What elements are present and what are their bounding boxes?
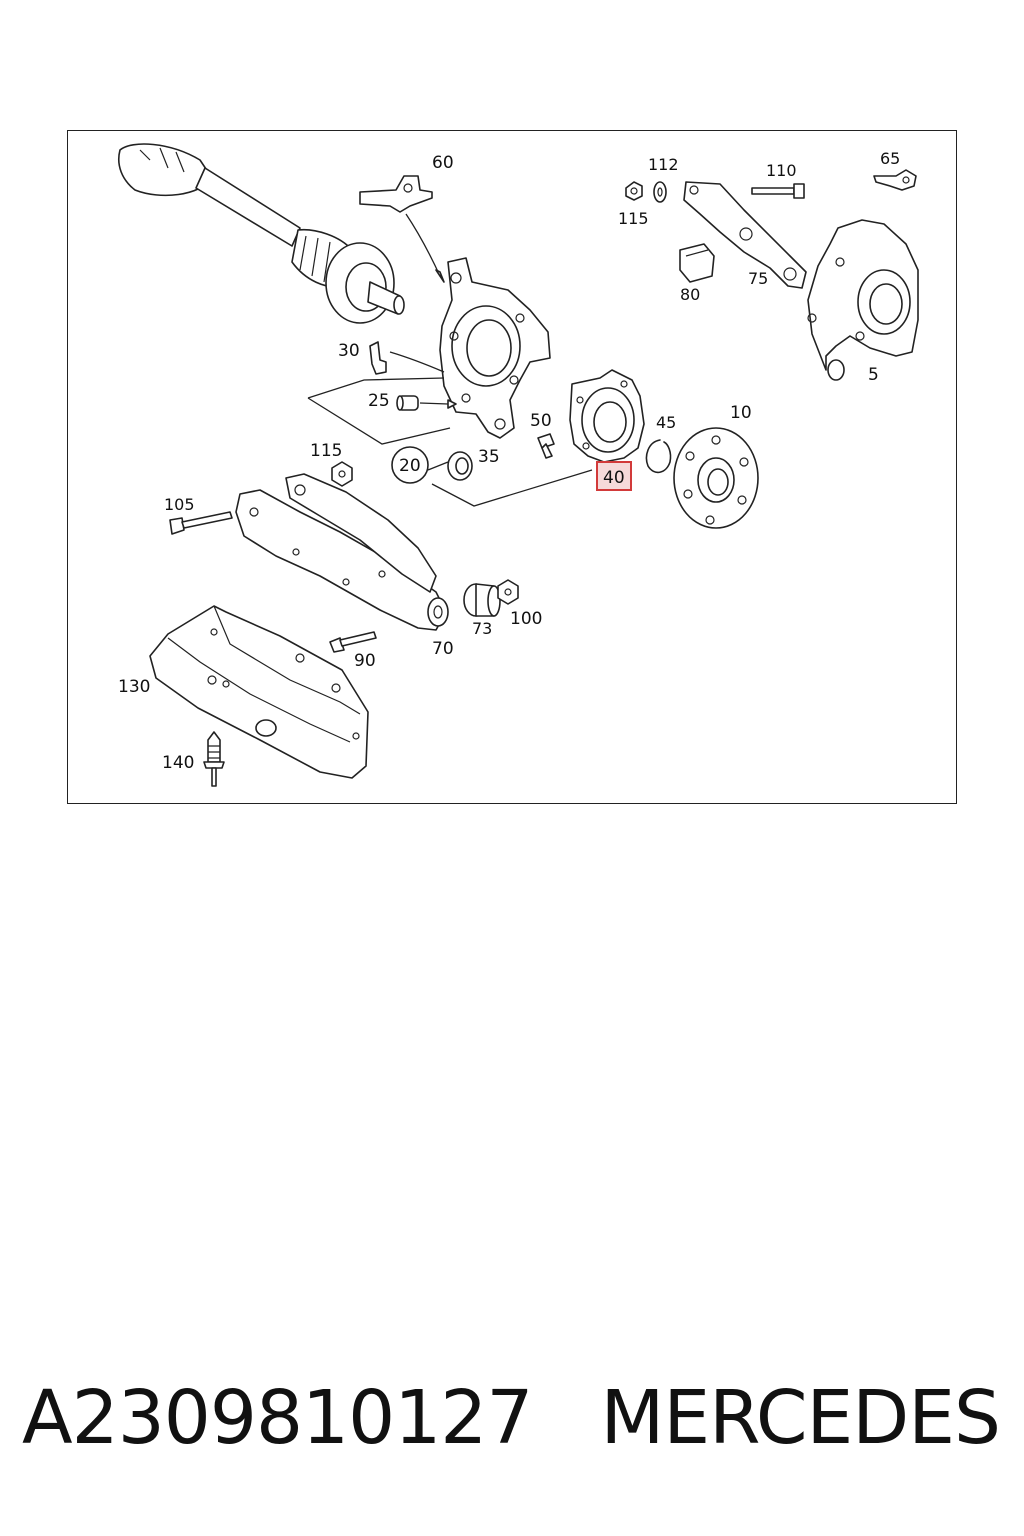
knuckle-5 (807, 219, 919, 381)
bolt-90 (329, 631, 377, 653)
clip-140 (203, 731, 225, 787)
callout-80: 80 (680, 285, 700, 304)
highlight-box-40 (596, 461, 632, 491)
callout-10: 10 (730, 403, 752, 423)
clip-30 (369, 341, 445, 375)
nut-100 (497, 579, 519, 605)
callout-115-upper: 115 (618, 209, 649, 228)
callout-30: 30 (338, 341, 360, 361)
steering-knuckle (439, 257, 551, 439)
control-arm-75 (683, 181, 807, 289)
cover-130 (149, 605, 369, 779)
callout-90: 90 (354, 651, 376, 671)
wheel-bearing-40 (569, 369, 645, 463)
washer-112 (653, 181, 667, 203)
nut-115b (331, 461, 353, 487)
callout-60: 60 (432, 153, 454, 173)
callout-73: 73 (472, 619, 492, 638)
callout-100: 100 (510, 609, 542, 629)
callout-105: 105 (164, 495, 195, 514)
callout-70: 70 (432, 639, 454, 659)
callout-110: 110 (766, 161, 797, 180)
drive-shaft (118, 143, 405, 324)
callout-20-leaders (307, 377, 593, 507)
bracket-60 (359, 175, 445, 283)
callout-115-lower: 115 (310, 441, 342, 461)
bolt-110 (751, 183, 805, 199)
callout-130: 130 (118, 677, 150, 697)
callout-45: 45 (656, 413, 676, 432)
bolt-50 (537, 433, 555, 459)
snap-ring-45 (645, 439, 672, 474)
bushing-35 (447, 451, 473, 481)
bolt-105 (169, 511, 233, 535)
callout-35: 35 (478, 447, 500, 467)
callout-50: 50 (530, 411, 552, 431)
callout-5: 5 (868, 365, 879, 385)
wheel-hub-10 (673, 427, 759, 529)
lower-arm-70 (235, 473, 449, 631)
bushing-73 (463, 583, 501, 617)
callout-65: 65 (880, 149, 900, 168)
bushing-25 (396, 395, 457, 411)
bracket-65 (873, 169, 917, 191)
callout-75: 75 (748, 269, 768, 288)
exploded-parts-diagram: 60 112 110 65 115 80 75 5 30 25 50 45 10… (118, 143, 919, 787)
part-number: A2309810127 (22, 1375, 533, 1461)
nut-115a (625, 181, 643, 201)
callout-112: 112 (648, 155, 679, 174)
callout-20: 20 (399, 456, 421, 476)
clip-80 (679, 243, 715, 283)
callout-140: 140 (162, 753, 194, 773)
bottom-caption: A2309810127 MERCEDES (0, 1372, 1024, 1472)
callout-40: 40 (603, 468, 625, 488)
brand-name: MERCEDES (600, 1375, 1001, 1461)
callout-labels: 60 112 110 65 115 80 75 5 30 25 50 45 10… (118, 149, 900, 773)
callout-25: 25 (368, 391, 390, 411)
